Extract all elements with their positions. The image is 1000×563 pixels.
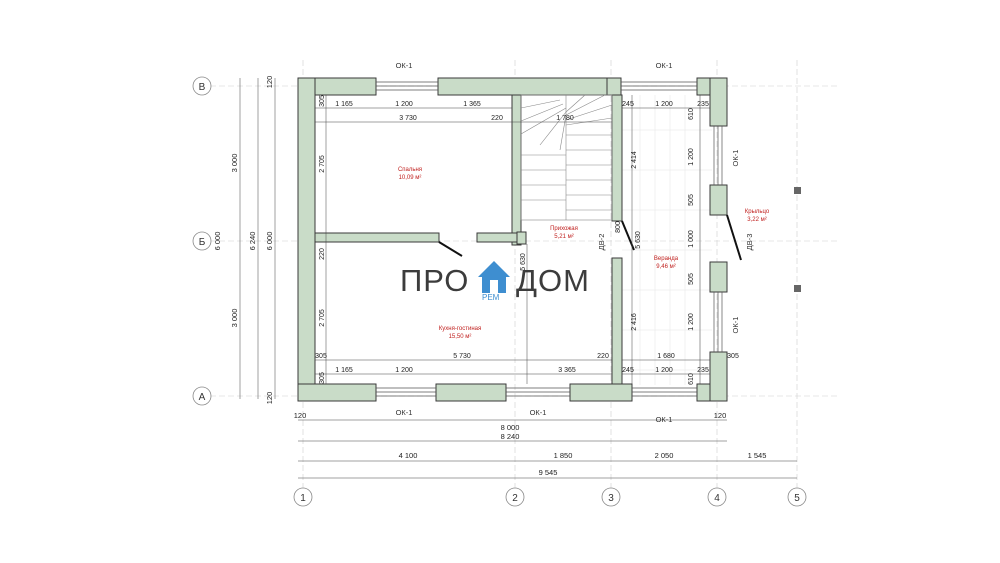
dim-r2-1780: 1 780 (556, 115, 574, 122)
dim-v-2705a: 2 705 (319, 155, 326, 173)
window-label-bottom-right: ОК-1 (656, 415, 673, 424)
window-label-bottom-left: ОК-1 (396, 408, 413, 417)
room-area-hall: 5,21 м² (554, 234, 573, 240)
dim-v-2414: 2 414 (631, 151, 638, 169)
axis-label-2: 2 (512, 493, 518, 504)
dim-rv-1200a: 1 200 (688, 148, 695, 166)
room-area-veranda: 9,46 м² (656, 264, 675, 270)
dim-bs-1850: 1 850 (554, 451, 573, 460)
veranda-grid (622, 95, 712, 385)
dimension-lines (239, 78, 797, 479)
staircase (520, 94, 613, 221)
axis-label-1: 1 (300, 493, 306, 504)
dim-v-220: 220 (319, 248, 326, 260)
dim-b1-220: 220 (597, 353, 609, 360)
axis-label-a: А (199, 392, 206, 403)
axis-label-3: 3 (608, 493, 614, 504)
dim-bt-8000: 8 000 (501, 423, 520, 432)
axis-markers (192, 76, 807, 507)
axis-label-4: 4 (714, 493, 720, 504)
dim-top-1200a: 1 200 (395, 101, 413, 108)
window-label-right-bottom: ОК-1 (731, 317, 740, 334)
axis-label-5: 5 (794, 493, 800, 504)
room-name-hall: Прихожая (550, 226, 578, 232)
dim-r2-3730: 3 730 (399, 115, 417, 122)
dim-b2-1200b: 1 200 (655, 367, 673, 374)
dim-l-6000b: 6 000 (265, 232, 274, 251)
dim-bs-9545: 9 545 (539, 468, 558, 477)
axis-label-v: В (199, 82, 206, 93)
walls (297, 77, 728, 402)
dim-b2-245: 245 (622, 367, 634, 374)
dim-bs-4100: 4 100 (399, 451, 418, 460)
dim-bt-120b: 120 (714, 411, 727, 420)
dim-b1-3365: 3 365 (558, 367, 576, 374)
dim-l-120t: 120 (265, 76, 274, 89)
dim-rv-610b: 610 (688, 373, 695, 385)
room-area-kitchen: 15,50 м² (449, 334, 472, 340)
window-label-top-right: ОК-1 (656, 61, 673, 70)
window-label-right-top: ОК-1 (731, 150, 740, 167)
dim-b1-5730: 5 730 (453, 353, 471, 360)
door-label-dv3: ДВ-3 (745, 234, 754, 251)
room-name-bedroom: Спальня (398, 167, 422, 173)
dim-top-1165: 1 165 (335, 101, 353, 108)
room-name-porch: Крыльцо (745, 209, 770, 215)
brand-logo: ПРО РЕМ ДОМ (400, 261, 590, 302)
dim-l-3000b: 3 000 (230, 309, 239, 328)
dim-v-5630a: 5 630 (520, 253, 527, 271)
dim-b2-1200: 1 200 (395, 367, 413, 374)
dim-bt-120a: 120 (294, 411, 307, 420)
dim-bt-8240: 8 240 (501, 432, 520, 441)
logo-text-sub: РЕМ (482, 293, 500, 302)
dim-v-5630b: 5 630 (635, 231, 642, 249)
dim-b2-305: 305 (319, 372, 326, 384)
dim-v-2416: 2 416 (631, 313, 638, 331)
dim-rv-505a: 505 (688, 194, 695, 206)
logo-text-right: ДОМ (516, 263, 590, 298)
dim-top-1365: 1 365 (463, 101, 481, 108)
dim-l-6240: 6 240 (248, 232, 257, 251)
dim-rv-505b: 505 (688, 273, 695, 285)
window-label-top-left: ОК-1 (396, 61, 413, 70)
room-name-veranda: Веранда (654, 256, 679, 262)
axis-label-b: Б (199, 237, 206, 248)
dim-rv-1200b: 1 200 (688, 313, 695, 331)
logo-text-left: ПРО (400, 263, 469, 298)
dim-b2-1165: 1 165 (335, 367, 353, 374)
dim-bs-2050: 2 050 (655, 451, 674, 460)
dim-top-305: 305 (319, 95, 326, 107)
dim-l-6000a: 6 000 (213, 232, 222, 251)
dim-v-2705b: 2 705 (319, 309, 326, 327)
window-frames (376, 81, 723, 397)
dim-b1-305r: 305 (727, 353, 739, 360)
dim-top-1200b: 1 200 (655, 101, 673, 108)
dim-l-3000a: 3 000 (230, 154, 239, 173)
dim-rv-1000: 1 000 (688, 230, 695, 248)
dim-top-245: 245 (622, 101, 634, 108)
dim-top-235: 235 (697, 101, 709, 108)
house-icon (478, 261, 510, 293)
window-label-bottom-mid: ОК-1 (530, 408, 547, 417)
room-area-bedroom: 10,09 м² (399, 175, 422, 181)
dim-rv-610a: 610 (688, 108, 695, 120)
dim-r2-220: 220 (491, 115, 503, 122)
dim-b2-235: 235 (697, 367, 709, 374)
room-area-porch: 3,22 м² (747, 217, 766, 223)
dim-v-800: 800 (615, 221, 622, 233)
door-label-dv2: ДВ-2 (597, 234, 606, 251)
dim-l-120b: 120 (265, 392, 274, 405)
dim-bs-1545: 1 545 (748, 451, 767, 460)
dim-b1-305: 305 (315, 353, 327, 360)
dim-b1-1680: 1 680 (657, 353, 675, 360)
porch-markers (794, 187, 801, 292)
room-name-kitchen: Кухня-гостиная (439, 326, 481, 332)
